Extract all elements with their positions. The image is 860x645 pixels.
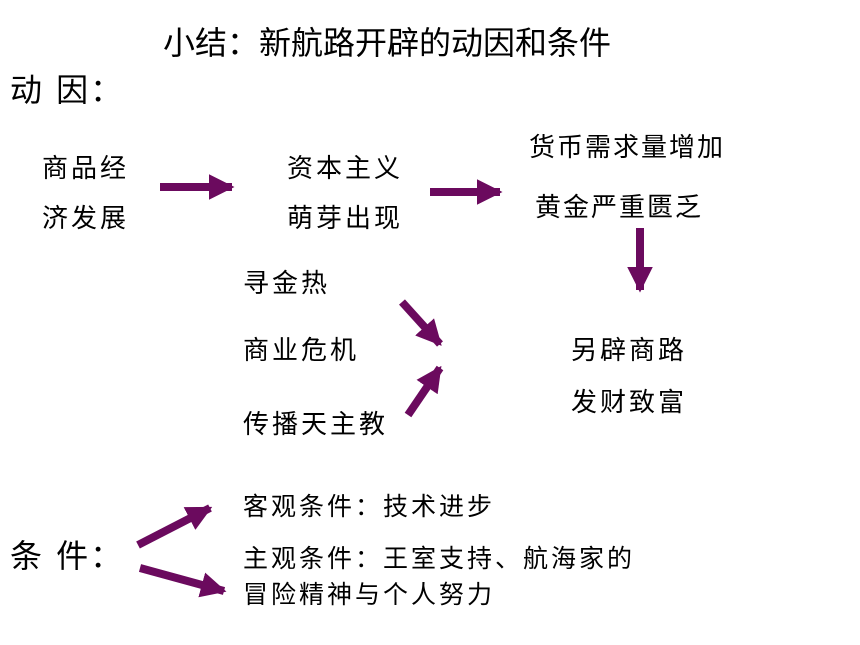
node-gold-rush: 寻金热 xyxy=(243,269,331,299)
condition-subjective-line1: 主观条件：王室支持、航海家的 xyxy=(243,544,636,573)
arrow-gold-rush-to-crisis xyxy=(399,299,443,347)
conditions-label: 条 件： xyxy=(10,537,125,575)
page-title: 小结：新航路开辟的动因和条件 xyxy=(163,24,612,62)
node-spread-catholicism: 传播天主教 xyxy=(243,410,389,440)
node-currency-line1: 货币需求量增加 xyxy=(529,133,726,163)
node-capitalism-line1: 资本主义 xyxy=(287,154,404,184)
node-capitalism-line2: 萌芽出现 xyxy=(287,204,404,234)
condition-subjective-line2: 冒险精神与个人努力 xyxy=(243,580,496,609)
arrow-catholicism-to-crisis xyxy=(404,365,444,418)
node-currency-line2: 黄金严重匮乏 xyxy=(535,193,704,223)
condition-objective: 客观条件：技术进步 xyxy=(243,492,496,521)
motives-label: 动 因： xyxy=(10,71,125,109)
arrow-to-subjective xyxy=(138,564,227,598)
node-commodity-line2: 济发展 xyxy=(42,204,130,234)
node-result-line1: 另辟商路 xyxy=(571,336,688,366)
arrow-to-objective xyxy=(136,504,213,549)
node-commodity-line1: 商品经 xyxy=(42,154,130,184)
node-result-line2: 发财致富 xyxy=(571,388,688,418)
node-commercial-crisis: 商业危机 xyxy=(243,336,360,366)
